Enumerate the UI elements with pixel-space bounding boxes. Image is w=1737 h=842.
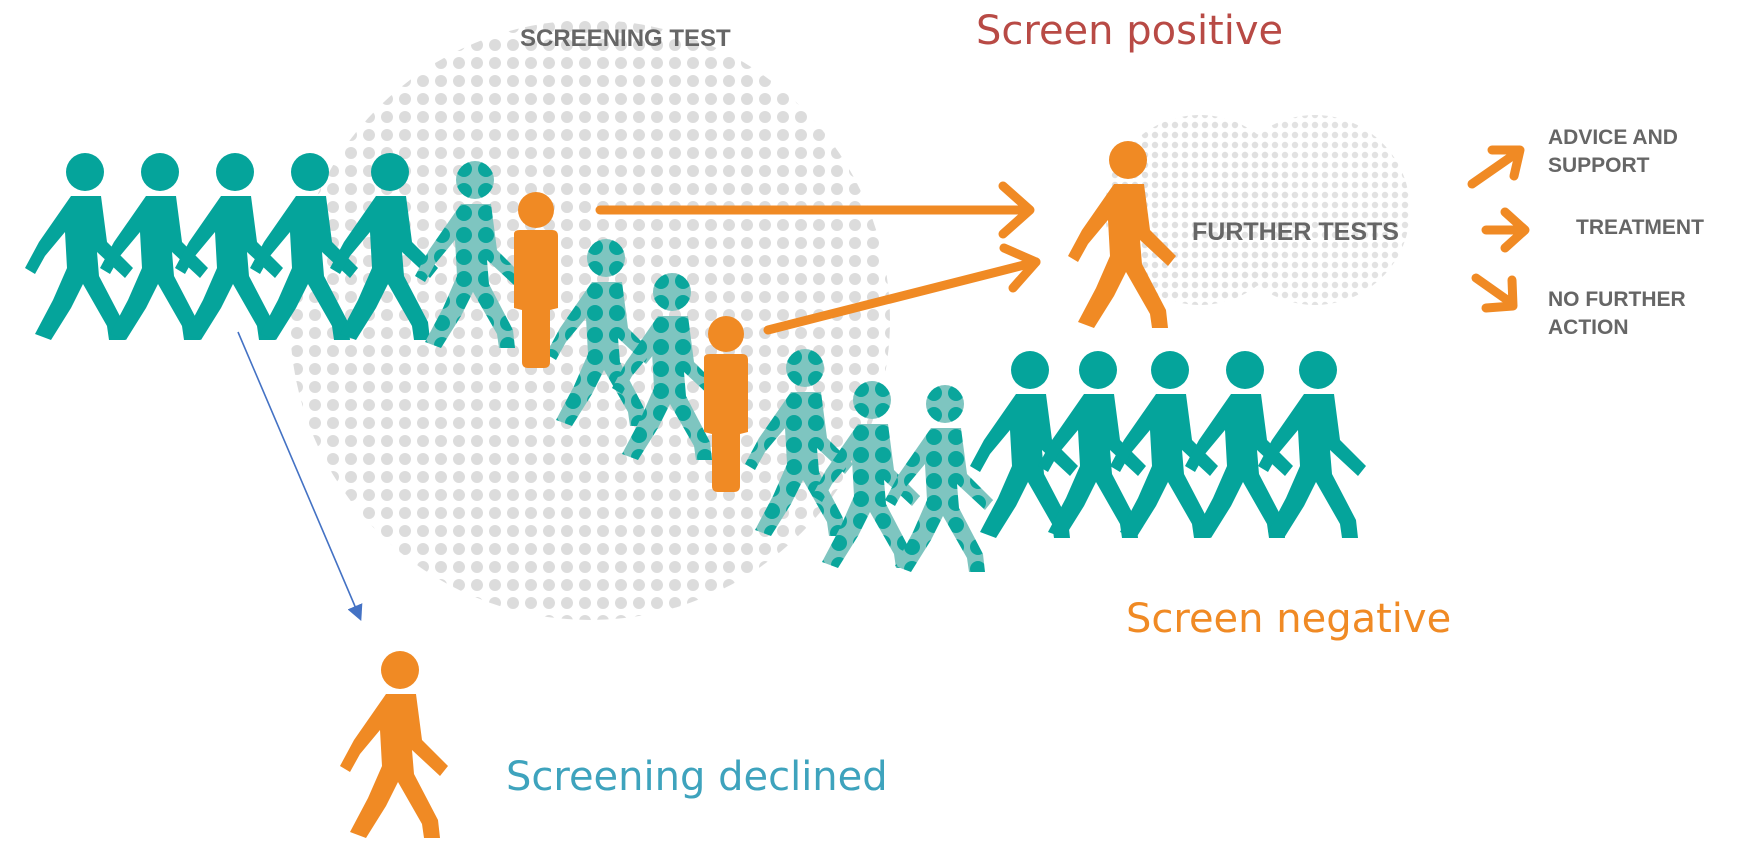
further-tests-circle-right: [1220, 115, 1410, 305]
person-walking-icon: [340, 651, 448, 838]
population-walkers-bottom: [970, 351, 1366, 538]
arrow-right-icon-head: [998, 181, 1035, 239]
screen-negative-label: Screen negative: [1126, 596, 1451, 642]
arrow-right-icon-head: [1500, 207, 1530, 253]
outcome-advice-line1: ADVICE AND: [1548, 126, 1678, 149]
arrow-right-icon-head: [1487, 145, 1525, 181]
arrow-right-icon: [1471, 273, 1515, 307]
screening-test-title: SCREENING TEST: [520, 25, 731, 52]
declined-arrow: [237, 331, 363, 621]
arrow-right-icon-head: [1481, 275, 1518, 313]
arrow-right-icon: [763, 257, 1041, 335]
outcome-arrows: [1467, 145, 1530, 313]
outcome-no-further-line2: ACTION: [1548, 316, 1629, 339]
screen-positive-label: Screen positive: [976, 8, 1283, 54]
further-tests-label: FURTHER TESTS: [1192, 218, 1399, 246]
positive-arrows: [595, 181, 1041, 335]
outcome-treatment: TREATMENT: [1576, 216, 1704, 239]
arrow-right-icon-head: [999, 243, 1041, 293]
outcome-no-further-line1: NO FURTHER: [1548, 288, 1686, 311]
outcome-advice-line2: SUPPORT: [1548, 154, 1650, 177]
arrow-right-icon: [1467, 147, 1523, 189]
screening-declined-label: Screening declined: [506, 754, 888, 800]
